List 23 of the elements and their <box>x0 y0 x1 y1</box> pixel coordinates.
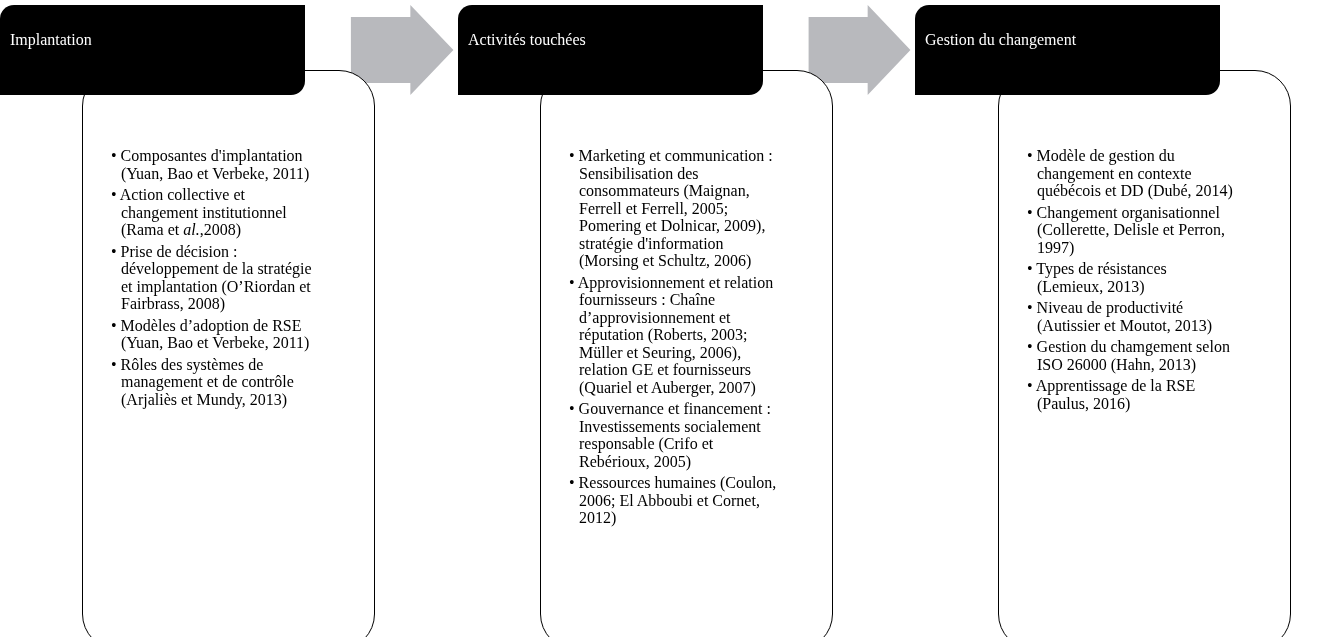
reference-item: • Niveau de productivité (Autissier et Moutot, 2013) <box>1027 299 1214 334</box>
reference-item: • Ressources humaines (Coulon, 2006; El Abboubi et Cornet, 2012) <box>569 474 777 527</box>
reference-item: • Modèle de gestion du changement en contexte québécois et DD (Dubé, 2014) <box>1027 147 1234 200</box>
reference-item: • Prise de décision : développement de la stratégie et implantation (O’Riordan et Fairbrass, 2008) <box>111 242 313 313</box>
reference-item: • Approvisionnement et relation fournisseurs : Chaîne d’approvisionnement et réputation (Roberts, 2003; Müller et Seuring, 2006), relation GE et fournisseurs (Quariel et Auberger, 2007) <box>569 273 775 396</box>
rounded-panel <box>998 70 1291 637</box>
reference-item: • Types de résistances (Lemieux, 2013) <box>1027 260 1168 295</box>
stage-header: Gestion du changement <box>915 5 1220 95</box>
stage-header: Implantation <box>0 5 305 95</box>
reference-item: • Marketing et communication : Sensibilisation des consommateurs (Maignan, Ferrell et Ferrell, 2005; Pomering et Dolnicar, 2009), stratégie d'information (Morsing et Schultz, 2006) <box>569 147 774 270</box>
reference-item: • Rôles des systèmes de management et de contrôle (Arjaliès et Mundy, 2013) <box>111 355 295 408</box>
reference-item: • Changement organisationnel (Collerette, Delisle et Perron, 1997) <box>1027 203 1226 256</box>
reference-item: • Composantes d'implantation (Yuan, Bao et Verbeke, 2011) <box>111 147 311 182</box>
rounded-panel <box>540 70 833 637</box>
reference-item: • Gestion du chamgement selon ISO 26000 (Hahn, 2013) <box>1027 338 1231 373</box>
reference-item: • Gouvernance et financement : Investissements socialement responsable (Crifo et Rebérioux, 2005) <box>569 400 772 470</box>
reference-item: • Modèles d’adoption de RSE (Yuan, Bao et Verbeke, 2011) <box>111 316 311 352</box>
block-arrow <box>808 5 911 95</box>
stage-header: Activités touchées <box>458 5 763 95</box>
rounded-panel <box>82 70 375 637</box>
block-arrow <box>350 5 454 95</box>
reference-item: • Action collective et changement institutionnel (Rama et al.,2008) <box>111 186 288 239</box>
reference-item: • Apprentissage de la RSE (Paulus, 2016) <box>1027 377 1197 412</box>
